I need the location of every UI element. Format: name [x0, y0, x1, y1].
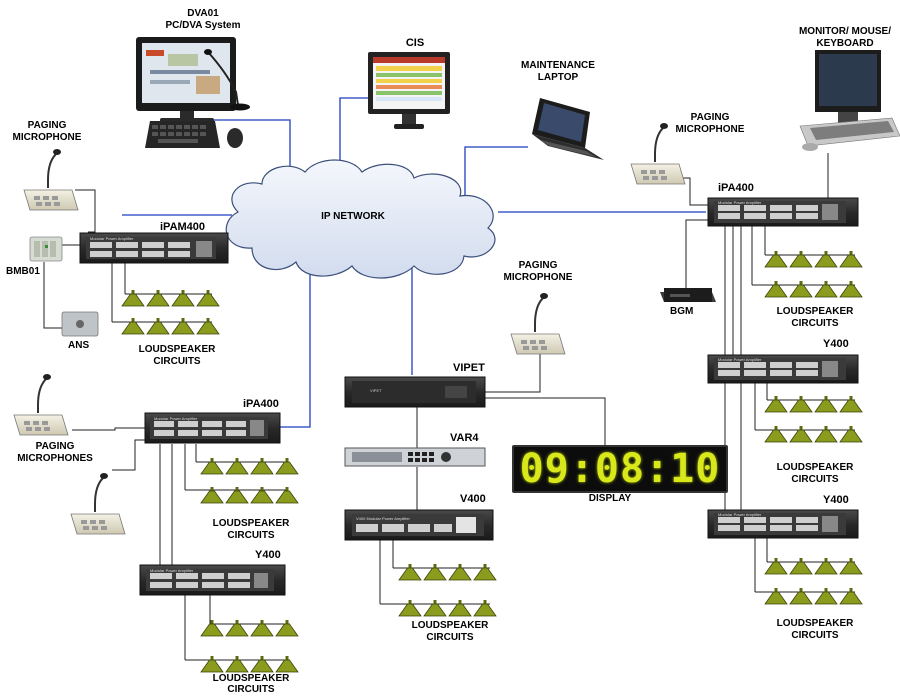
ipa400-amplifier-west	[144, 412, 281, 444]
dva-subtitle: PC/DVA System	[165, 20, 241, 31]
paging-mic-lower-left-2	[70, 472, 126, 535]
speakers-y400-right-2	[764, 557, 863, 605]
bgm-player-icon	[660, 288, 716, 302]
laptop-label-line1: MAINTENANCE	[521, 60, 595, 71]
v400-badge: V400 Modular Power Amplifier	[356, 516, 410, 521]
link-network-ipa400-west	[280, 275, 311, 428]
y400-right-2-label: Y400	[823, 494, 849, 506]
speakers-ipam400-label-line2: CIRCUITS	[153, 356, 201, 367]
ip-network-label: IP NETWORK	[321, 211, 385, 222]
cis-label: CIS	[405, 37, 425, 49]
vipet-badge: VIPET	[370, 388, 382, 393]
speakers-y400-right-1-label-line1: LOUDSPEAKER	[776, 462, 854, 473]
paging-lower-left-line1: PAGING	[35, 441, 75, 452]
y400-left-label: Y400	[255, 549, 281, 561]
link-dva-network	[195, 119, 291, 185]
y400-left-badge: Modular Power Amplifier	[150, 568, 194, 573]
vipet-controller	[344, 376, 486, 408]
y400-amplifier-right-2	[707, 509, 859, 539]
speakers-ipa400-west	[200, 457, 299, 504]
ans-device-icon	[61, 311, 99, 337]
ipa400-east-label: iPA400	[718, 182, 754, 194]
paging-mic-lower-left-1	[13, 373, 69, 436]
vipet-label: VIPET	[453, 362, 485, 374]
paging-mic-center	[510, 292, 566, 355]
speakers-ipa400-east	[764, 250, 863, 298]
paging-right-line1: PAGING	[690, 112, 730, 123]
speakers-y400-left-label-line1: LOUDSPEAKER	[212, 673, 290, 684]
dva-pc-icon	[136, 37, 250, 148]
ipam400-label: iPAM400	[160, 221, 206, 233]
bmb01-label: BMB01	[6, 266, 40, 277]
network-links	[122, 97, 706, 428]
ipa400-west-badge: Modular Power Amplifier	[154, 416, 198, 421]
ipa400-west-label: iPA400	[243, 398, 279, 410]
bmb01-device-icon	[29, 236, 63, 262]
clock-display: 09:08:10	[512, 445, 728, 493]
speakers-y400-right-1	[764, 395, 863, 443]
speakers-y400-left-label-line2: CIRCUITS	[227, 684, 275, 695]
link-laptop-network	[464, 146, 528, 200]
v400-amplifier	[344, 509, 494, 541]
speakers-ipa400-west-label-line1: LOUDSPEAKER	[212, 518, 290, 529]
speakers-ipa400-east-label-line2: CIRCUITS	[791, 318, 839, 329]
speakers-v400-label-line1: LOUDSPEAKER	[411, 620, 489, 631]
y400-amplifier-left	[139, 564, 286, 596]
paging-right-line2: MICROPHONE	[675, 124, 745, 135]
laptop-label-line2: LAPTOP	[537, 72, 579, 83]
paging-center-line2: MICROPHONE	[503, 272, 573, 283]
speakers-v400-label-line2: CIRCUITS	[426, 632, 474, 643]
laptop-icon	[532, 98, 604, 160]
speakers-y400-right-1-label-line2: CIRCUITS	[791, 474, 839, 485]
speakers-ipam400-label-line1: LOUDSPEAKER	[138, 344, 216, 355]
y400-amplifier-right-1	[707, 354, 859, 384]
workstation-label-line1: MONITOR/ MOUSE/	[798, 26, 892, 37]
speakers-y400-right-2-label-line1: LOUDSPEAKER	[776, 618, 854, 629]
ipa400-amplifier-east	[707, 197, 859, 227]
ans-label: ANS	[68, 340, 90, 351]
paging-mic-left	[23, 148, 79, 211]
link-cis-network	[339, 97, 368, 178]
display-label: DISPLAY	[588, 493, 632, 504]
speakers-ipa400-east-label-line1: LOUDSPEAKER	[776, 306, 854, 317]
bgm-label: BGM	[670, 306, 694, 317]
paging-left-line2: MICROPHONE	[12, 132, 82, 143]
ip-network-cloud	[225, 159, 496, 279]
var4-label: VAR4	[450, 432, 479, 444]
workstation-label-line2: KEYBOARD	[816, 38, 874, 49]
paging-left-line1: PAGING	[27, 120, 67, 131]
workstation-icon	[799, 50, 900, 151]
paging-center-line1: PAGING	[518, 260, 558, 271]
paging-lower-left-line2: MICROPHONES	[17, 453, 93, 464]
speakers-v400	[398, 563, 497, 617]
speakers-ipa400-west-label-line2: CIRCUITS	[227, 530, 275, 541]
cis-monitor-icon	[368, 52, 450, 129]
y400-right-2-badge: Modular Power Amplifier	[718, 512, 762, 517]
dva-title: DVA01	[187, 8, 219, 19]
var4-router	[344, 447, 486, 467]
ipam400-amplifier	[79, 232, 229, 264]
speakers-y400-left	[200, 619, 299, 673]
ipa400-east-badge: Modular Power Amplifier	[718, 200, 762, 205]
ipam400-badge: Modular Power Amplifier	[90, 236, 134, 241]
v400-label: V400	[460, 493, 486, 505]
speakers-ipam400	[121, 289, 220, 335]
y400-right-1-badge: Modular Power Amplifier	[718, 357, 762, 362]
y400-right-1-label: Y400	[823, 338, 849, 350]
speakers-y400-right-2-label-line2: CIRCUITS	[791, 630, 839, 641]
